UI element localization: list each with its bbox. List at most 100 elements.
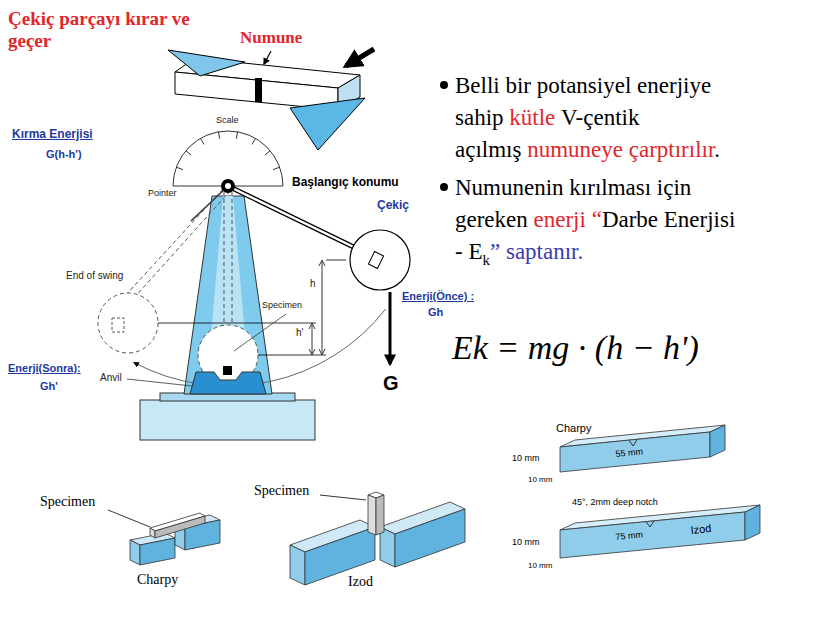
part-name: Specimen: [254, 483, 309, 499]
height-dimension: [158, 260, 346, 355]
izod-bar: [745, 505, 760, 540]
specimen-sketch: [264, 51, 271, 64]
specimen-sketch: [168, 49, 374, 150]
anvil: [223, 366, 232, 375]
bullet-run: numuneye çarptırılır: [527, 137, 714, 162]
dimension: 10 mm: [512, 537, 540, 547]
part-name: Specimen: [262, 300, 302, 310]
pendulum-ghost: [232, 192, 233, 326]
charpy-bar: [629, 440, 637, 447]
part-name: Numune: [240, 28, 302, 48]
machine-frame: [140, 400, 315, 440]
machine-frame: [140, 196, 315, 440]
scale-dial: [176, 132, 279, 170]
bullet-run: enerji “: [534, 207, 602, 232]
specimen-sketch: [290, 98, 365, 150]
figure-caption: Charpy: [137, 572, 178, 588]
pendulum-ghost: [133, 191, 230, 299]
bullet-dot: [440, 81, 448, 89]
dimension: 45°, 2mm deep notch: [572, 497, 658, 507]
height-dimension: [309, 260, 325, 355]
dimension: 10 mm: [528, 475, 552, 484]
pendulum-arm: [228, 186, 366, 253]
leader-line: [108, 510, 150, 527]
bullet-run: kütle: [509, 105, 555, 130]
dimension: 10 mm: [528, 561, 552, 570]
figure-caption: Izod: [690, 522, 712, 537]
energy-heading: Enerji(Önce) :: [402, 290, 474, 303]
pendulum-arm: [350, 230, 410, 290]
pendulum-arm: [225, 183, 231, 189]
bullet-run: k: [482, 252, 490, 268]
energy-formula: G(h-h'): [46, 148, 82, 161]
position-label: End of swing: [66, 270, 123, 282]
leader-line: [234, 314, 286, 351]
pendulum-ghost: [98, 189, 258, 385]
force-symbol: G: [383, 372, 399, 395]
part-name: Specimen: [40, 494, 95, 510]
izod-fixture: [376, 495, 384, 535]
energy-formula: Gh': [40, 380, 58, 393]
charpy-fixture: [150, 528, 155, 538]
position-label: Başlangıç konumu: [292, 176, 399, 190]
izod-fixture: [395, 509, 465, 567]
dimension: h': [296, 327, 303, 339]
izod-bar: [560, 505, 760, 558]
equation: Ek = mg · (h − h'): [452, 328, 699, 367]
scale-dial: [191, 186, 228, 221]
leader-line: [127, 379, 192, 386]
izod-fixture: [290, 492, 465, 585]
specimen-sketch: [346, 49, 374, 66]
weight-arrow: [390, 292, 391, 364]
dimension: 10 mm: [512, 453, 540, 463]
pendulum-arm: [221, 179, 410, 290]
height-dimension: [158, 323, 316, 324]
energy-heading: Enerji(Sonra):: [8, 362, 81, 375]
charpy-fixture: [140, 538, 175, 565]
bullet-dot: [440, 81, 448, 191]
bullet-run: ” saptanır.: [490, 239, 583, 264]
charpy-bar: [560, 432, 710, 472]
specimen-sketch: [255, 78, 262, 102]
leader-line: [108, 314, 366, 527]
charpy-fixture: [130, 513, 220, 565]
part-name: Çekiç: [377, 199, 409, 213]
energy-heading: Kırma Enerjisi: [12, 128, 93, 142]
specimen-sketch: [168, 50, 245, 76]
anvil: [190, 366, 266, 394]
leader-line: [320, 495, 366, 500]
height-dimension: [326, 260, 346, 261]
bullet-run: .: [714, 137, 720, 162]
scale-dial: [173, 131, 283, 221]
height-dimension: [312, 325, 313, 353]
bullet-text: Belli bir potansiyel enerjiye sahipkütle…: [455, 70, 790, 166]
charpy-bar: [710, 425, 725, 457]
bullet-dot: [440, 183, 448, 191]
pendulum-arm: [228, 186, 366, 253]
title: Çekiç parçayı kırar ve geçer: [8, 8, 208, 52]
figure-caption: Charpy: [556, 422, 591, 435]
pendulum-ghost: [124, 189, 223, 297]
specimen-sketch: [175, 72, 338, 110]
pendulum-ghost: [98, 293, 158, 353]
izod-bar: [646, 521, 654, 527]
part-name: Anvil: [100, 372, 122, 384]
height-dimension: [322, 262, 323, 353]
izod-fixture: [368, 495, 376, 535]
part-name: Pointer: [148, 188, 177, 198]
pendulum-ghost: [112, 318, 124, 332]
figure-caption: Izod: [348, 574, 373, 590]
scale-dial: [173, 131, 283, 186]
pendulum-arm: [368, 252, 383, 269]
anvil: [190, 372, 266, 394]
height-dimension: [258, 355, 326, 356]
machine-frame: [184, 196, 272, 394]
izod-fixture: [290, 545, 305, 585]
izod-bar: [560, 512, 745, 558]
charpy-fixture: [155, 516, 205, 538]
part-name: Scale: [216, 115, 239, 125]
dimension: h: [310, 278, 316, 290]
energy-formula: Gh: [428, 306, 443, 319]
bullet-text: Numunenin kırılması için gerekenenerji “…: [455, 172, 745, 268]
